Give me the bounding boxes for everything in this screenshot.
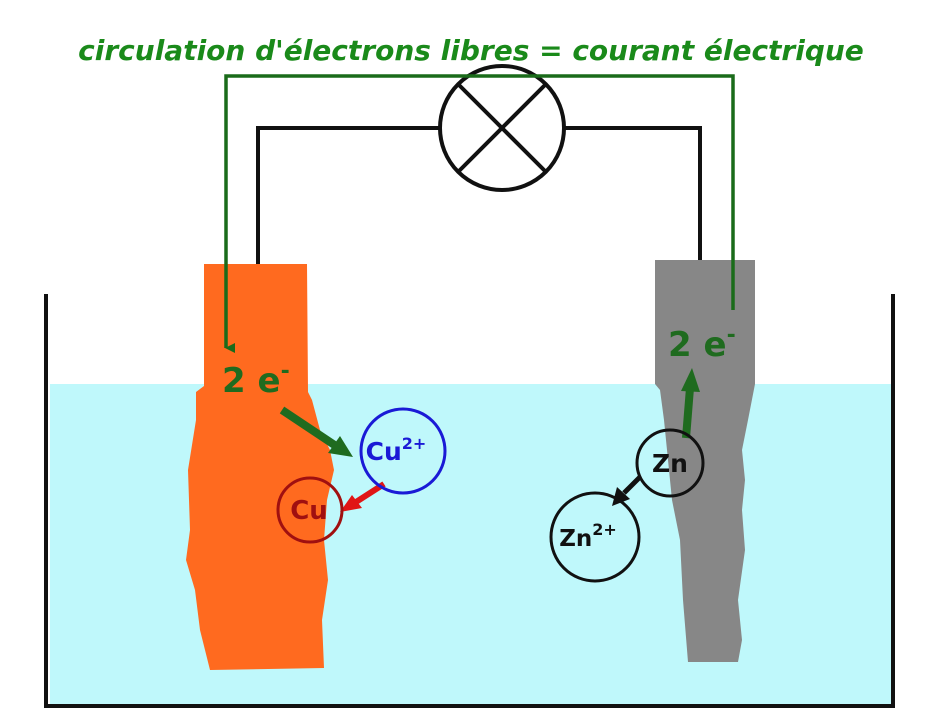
beaker-outline [44, 294, 895, 708]
diagram-title: circulation d'électrons libres = courant… [78, 34, 864, 67]
circuit-wire-right [564, 126, 702, 260]
electrolyte-solution [50, 384, 892, 704]
zinc-electrode [655, 260, 755, 662]
electron-release-arrow [681, 368, 700, 439]
zinc-atom: Zn [635, 428, 705, 498]
svg-text:Cu: Cu [290, 496, 328, 526]
right-electrons-label: 2 e- [668, 323, 736, 365]
svg-text:Zn2+: Zn2+ [559, 520, 617, 552]
lamp-icon [438, 64, 566, 192]
electron-flow-line [224, 74, 735, 353]
copper-atom: Cu [276, 476, 344, 544]
electron-capture-arrow [279, 406, 353, 457]
svg-text:Zn: Zn [652, 449, 688, 478]
circuit-wire-left [256, 126, 440, 264]
copper-electrode [186, 264, 334, 670]
svg-text:Cu2+: Cu2+ [366, 434, 427, 466]
left-electrons-label: 2 e- [222, 359, 290, 401]
oxidation-arrow [612, 475, 642, 506]
zinc-ion: Zn2+ [549, 491, 641, 583]
copper-ion: Cu2+ [359, 407, 447, 495]
